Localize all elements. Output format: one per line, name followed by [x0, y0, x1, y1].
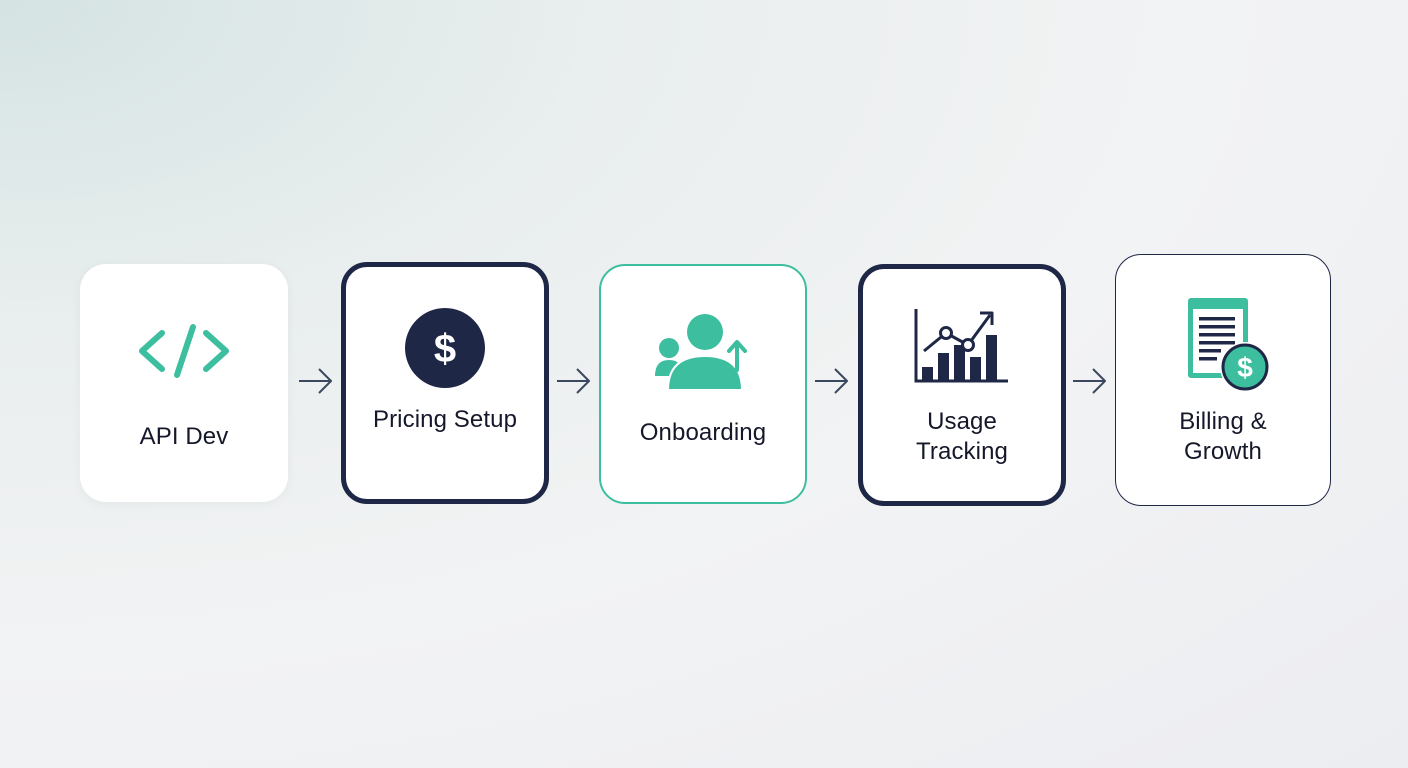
- svg-text:$: $: [1237, 352, 1253, 383]
- step-pricing-setup: $ Pricing Setup: [341, 262, 549, 504]
- invoice-dollar-icon: $: [1188, 298, 1270, 392]
- step-onboarding: Onboarding: [599, 264, 807, 504]
- svg-text:$: $: [434, 327, 456, 371]
- step-usage-tracking: Usage Tracking: [858, 264, 1066, 506]
- arrow-right-icon: [555, 366, 593, 396]
- step-billing-growth: $ Billing & Growth: [1115, 254, 1331, 506]
- code-icon: [139, 324, 229, 378]
- arrow-right-icon: [297, 366, 335, 396]
- step-label: Pricing Setup: [372, 406, 518, 433]
- step-label: Onboarding: [639, 419, 767, 446]
- step-label: Usage Tracking: [916, 408, 1008, 465]
- step-api-dev: API Dev: [80, 264, 288, 502]
- arrow-right-icon: [1071, 366, 1109, 396]
- step-label: API Dev: [139, 423, 229, 450]
- bar-chart-trend-icon: [914, 309, 1008, 383]
- arrow-right-icon: [813, 366, 851, 396]
- users-growth-icon: [655, 314, 747, 391]
- step-label: Billing & Growth: [1179, 408, 1267, 465]
- dollar-coin-icon: $: [405, 308, 485, 388]
